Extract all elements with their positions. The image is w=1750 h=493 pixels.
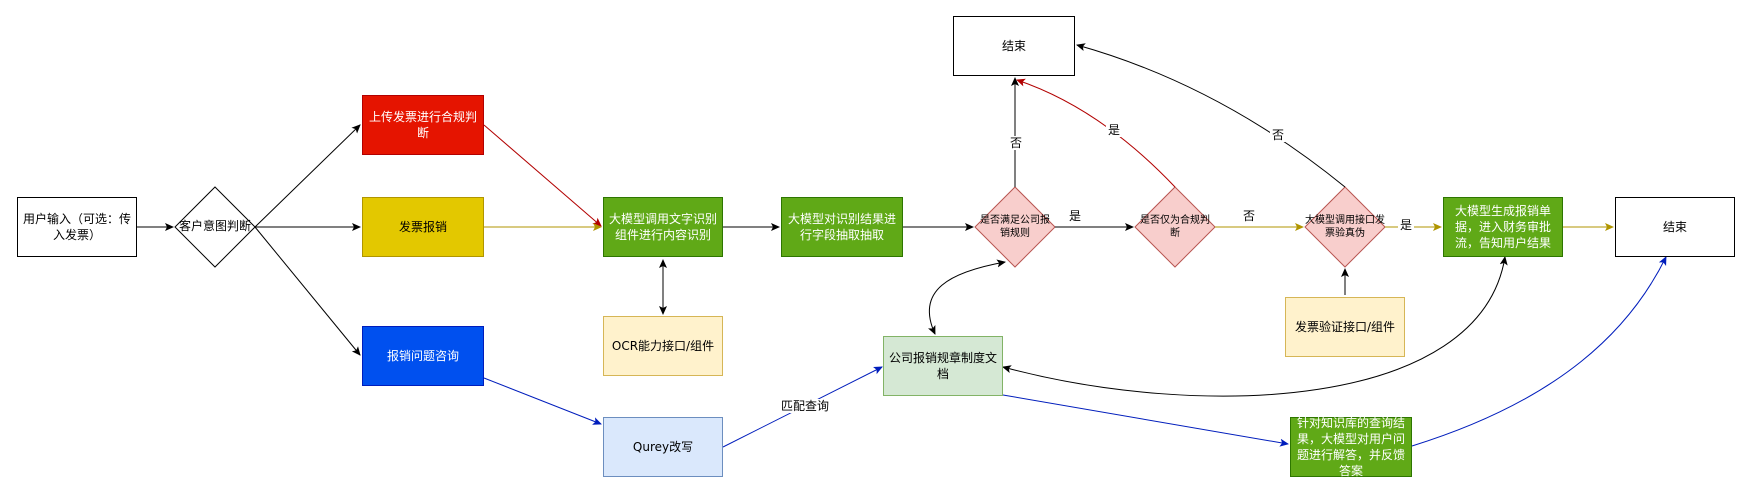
edge-intent-upload xyxy=(254,124,361,228)
user-input-label: 用户输入（可选：传入发票） xyxy=(23,211,132,242)
edge-label-no-2: 否 xyxy=(1241,209,1258,223)
end-right-label: 结束 xyxy=(1662,219,1687,234)
llm-ocr-label: 大模型调用文字识别组件进行内容识别 xyxy=(609,211,718,242)
policy-doc-label: 公司报销规章制度文档 xyxy=(889,350,998,381)
field-extract-box: 大模型对识别结果进行字段抽取抽取 xyxy=(781,197,903,257)
intent-diamond xyxy=(174,186,256,268)
field-extract-label: 大模型对识别结果进行字段抽取抽取 xyxy=(787,211,896,242)
policy-doc-box: 公司报销规章制度文档 xyxy=(883,336,1003,396)
end-top-box: 结束 xyxy=(953,16,1075,76)
generate-form-label: 大模型生成报销单据，进入财务审批流，告知用户结果 xyxy=(1454,203,1551,251)
kb-answer-box: 针对知识库的查询结果，大模型对用户问题进行解答，并反馈答案 xyxy=(1290,415,1412,479)
user-input-box: 用户输入（可选：传入发票） xyxy=(17,197,137,257)
query-rewrite-box: Qurey改写 xyxy=(603,417,723,477)
edge-kbanswer-endright xyxy=(1411,256,1667,447)
edge-label-yes-1: 是 xyxy=(1067,209,1084,223)
meets-rules-diamond-label: 是否满足公司报销规则 xyxy=(980,215,1050,239)
generate-form-box: 大模型生成报销单据，进入财务审批流，告知用户结果 xyxy=(1443,197,1563,257)
edge-policy-kbanswer xyxy=(1002,394,1289,447)
llm-ocr-box: 大模型调用文字识别组件进行内容识别 xyxy=(603,197,723,257)
end-right-box: 结束 xyxy=(1615,197,1735,257)
ocr-component-label: OCR能力接口/组件 xyxy=(611,338,715,353)
verify-component-label: 发票验证接口/组件 xyxy=(1294,319,1396,334)
edge-intent-consult xyxy=(254,226,361,356)
edge-compliance-endtop xyxy=(1016,78,1176,188)
verify-invoice-diamond-label: 大模型调用接口发票验真伪 xyxy=(1305,215,1385,239)
upload-compliance-label: 上传发票进行合规判断 xyxy=(368,109,477,140)
reimburse-consult-label: 报销问题咨询 xyxy=(386,348,459,363)
verify-component-box: 发票验证接口/组件 xyxy=(1285,297,1405,357)
edge-upload-llmocr xyxy=(483,124,602,227)
upload-compliance-box: 上传发票进行合规判断 xyxy=(362,95,484,155)
edge-label-yes-2: 是 xyxy=(1106,123,1123,137)
kb-answer-label: 针对知识库的查询结果，大模型对用户问题进行解答，并反馈答案 xyxy=(1296,415,1405,479)
intent-diamond-label: 客户意图判断 xyxy=(178,219,251,234)
edge-label-match-query: 匹配查询 xyxy=(779,399,832,413)
ocr-component-box: OCR能力接口/组件 xyxy=(603,316,723,376)
invoice-reimburse-box: 发票报销 xyxy=(362,197,484,257)
query-rewrite-label: Qurey改写 xyxy=(632,439,694,454)
edge-label-yes-3: 是 xyxy=(1398,218,1415,232)
edge-policy-meets xyxy=(928,259,1006,335)
end-top-label: 结束 xyxy=(1001,38,1026,53)
invoice-reimburse-label: 发票报销 xyxy=(398,219,447,234)
edge-label-no-3: 否 xyxy=(1270,128,1287,142)
edge-label-no-1: 否 xyxy=(1008,136,1025,150)
edge-policy-generate xyxy=(1002,256,1508,397)
reimburse-consult-box: 报销问题咨询 xyxy=(362,326,484,386)
edge-verify-endtop xyxy=(1076,43,1346,188)
compliance-only-diamond-label: 是否仅为合规判断 xyxy=(1140,215,1210,239)
edge-consult-rewrite xyxy=(483,377,602,425)
